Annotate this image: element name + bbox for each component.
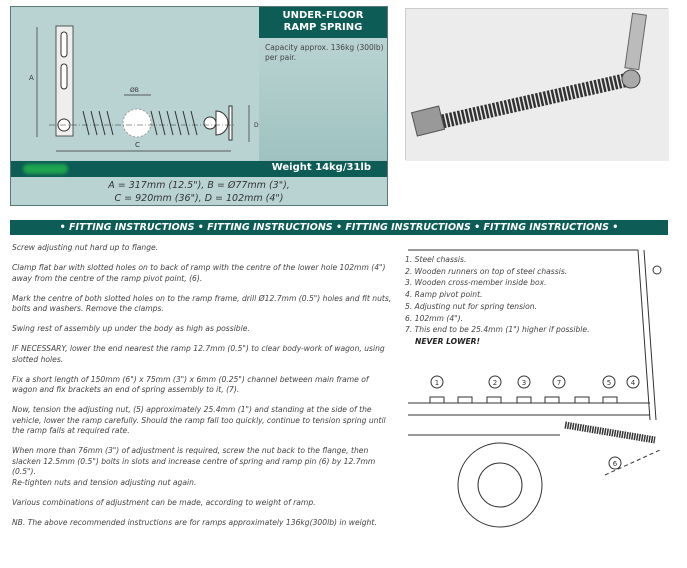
callout-2: 2 <box>493 379 497 387</box>
fitting-instructions-header: • FITTING INSTRUCTIONS • FITTING INSTRUC… <box>10 220 668 235</box>
weight-text: Weight 14kg/31lb <box>271 162 371 173</box>
legend-warning: NEVER LOWER! <box>415 336 480 346</box>
title-line-2: RAMP SPRING <box>283 22 363 33</box>
dim-label-a: A <box>29 74 34 82</box>
instruction: Mark the centre of both slotted holes on… <box>12 293 392 314</box>
callout-4: 4 <box>631 379 636 387</box>
redaction-mark <box>23 164 68 174</box>
instruction: NB. The above recommended instructions a… <box>12 517 377 527</box>
dim-label-d: D <box>254 122 259 129</box>
spring-drawing: A ØB C D <box>29 25 259 152</box>
product-photo <box>405 8 669 161</box>
dim-label-b: ØB <box>130 87 139 94</box>
callout-1: 1 <box>435 379 439 387</box>
callout-6: 6 <box>613 460 618 468</box>
legend-item: 4. Ramp pivot point. <box>405 290 483 300</box>
instruction: Screw adjusting nut hard up to flange. <box>12 243 159 252</box>
instruction: Clamp flat bar with slotted holes on to … <box>12 263 386 283</box>
diagram-legend: 1. Steel chassis. 2. Wooden runners on t… <box>405 254 590 348</box>
instructions-list: Screw adjusting nut hard up to flange. C… <box>12 243 392 538</box>
dims-line-2: C = 920mm (36"), D = 102mm (4") <box>114 193 284 204</box>
legend-item: 5. Adjusting nut for spring tension. <box>405 301 538 311</box>
instruction: When more than 76mm (3") of adjustment i… <box>12 446 376 476</box>
dimensions-text: A = 317mm (12.5"), B = Ø77mm (3"), C = 92… <box>11 179 387 205</box>
capacity-text: Capacity approx. 136kg (300lb) per pair. <box>265 43 384 62</box>
instruction: Various combinations of adjustment can b… <box>12 497 316 507</box>
legend-item: 2. Wooden runners on top of steel chassi… <box>405 266 568 276</box>
instruction: Now, tension the adjusting nut, (5) appr… <box>12 405 386 435</box>
instruction: Re-tighten nuts and tension adjusting nu… <box>12 477 197 487</box>
dims-line-1: A = 317mm (12.5"), B = Ø77mm (3"), <box>108 180 290 191</box>
legend-item: 6. 102mm (4"). <box>405 313 464 323</box>
capacity-box <box>259 38 387 161</box>
spring-dimension-diagram: A ØB C D <box>11 7 260 161</box>
instruction: Fix a short length of 150mm (6") x 75mm … <box>12 374 369 395</box>
weight-bar <box>11 161 387 177</box>
callout-7: 7 <box>557 379 561 387</box>
callout-5: 5 <box>607 379 611 387</box>
title-line-1: UNDER-FLOOR <box>282 10 364 21</box>
legend-item: 3. Wooden cross-member inside box. <box>405 278 547 288</box>
dim-label-c: C <box>135 141 140 149</box>
instruction: IF NECESSARY, lower the end nearest the … <box>12 344 385 364</box>
legend-item: 7. This end to be 25.4mm (1") higher if … <box>405 325 590 335</box>
callout-3: 3 <box>522 379 526 387</box>
instruction: Swing rest of assembly up under the body… <box>12 324 250 333</box>
legend-item: 1. Steel chassis. <box>405 255 467 264</box>
installation-diagram: 1 2 3 7 5 4 6 <box>408 249 662 528</box>
